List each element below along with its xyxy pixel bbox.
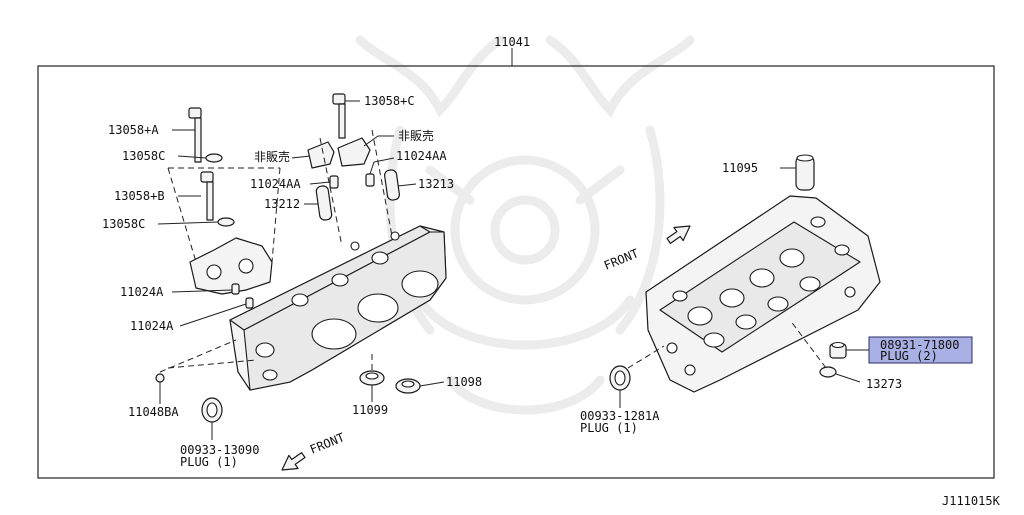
dowel-11024AA-right[interactable] <box>365 173 375 187</box>
label-11098[interactable]: 11098 <box>446 375 482 389</box>
highlight-08931-71800 <box>868 336 973 364</box>
washer-13058C-low[interactable] <box>217 217 235 227</box>
label-00933-1281A[interactable]: 00933-1281A <box>580 409 660 423</box>
plug-11098[interactable] <box>395 378 421 394</box>
label-not-for-sale-right: 非販売 <box>398 128 434 143</box>
plug-08931-71800[interactable] <box>829 341 847 359</box>
label-plug2: PLUG (2) <box>880 349 938 363</box>
watermark-emblem <box>355 35 695 415</box>
label-13213[interactable]: 13213 <box>418 177 454 191</box>
label-13058C-top[interactable]: 13058C <box>122 149 165 163</box>
diagram-code: J111015K <box>942 494 1001 508</box>
label-13212[interactable]: 13212 <box>264 197 300 211</box>
left-cylinder-head[interactable] <box>229 225 447 391</box>
label-13273[interactable]: 13273 <box>866 377 902 391</box>
label-plug1-left: PLUG (1) <box>180 455 238 469</box>
plug-00933-13090[interactable] <box>201 397 223 423</box>
washer-13273[interactable] <box>819 366 837 378</box>
cam-cap-right[interactable] <box>337 137 371 167</box>
washer-13058C-top[interactable] <box>205 153 223 163</box>
bolt-13058C-plus[interactable] <box>332 93 346 139</box>
right-cylinder-head[interactable] <box>645 195 881 393</box>
label-08931-71800[interactable]: 08931-71800 <box>880 338 959 352</box>
label-13058A[interactable]: 13058+A <box>108 123 159 137</box>
bolt-13058A[interactable] <box>188 107 202 163</box>
plug-11099[interactable] <box>359 370 385 386</box>
label-plug1-right: PLUG (1) <box>580 421 638 435</box>
label-11099[interactable]: 11099 <box>352 403 388 417</box>
dowel-11024A-top[interactable] <box>231 283 240 295</box>
assembly-frame <box>37 65 995 479</box>
sleeve-11095[interactable] <box>795 154 815 191</box>
sleeve-13212[interactable] <box>315 185 333 221</box>
cam-bracket-left[interactable] <box>189 237 273 295</box>
cam-cap-left[interactable] <box>307 141 335 169</box>
ball-11048BA[interactable] <box>155 373 165 383</box>
front-arrow-left <box>281 452 306 471</box>
plug-00933-1281A[interactable] <box>609 365 631 391</box>
label-13058B[interactable]: 13058+B <box>114 189 165 203</box>
label-11024A-low[interactable]: 11024A <box>130 319 174 333</box>
label-00933-13090[interactable]: 00933-13090 <box>180 443 259 457</box>
label-11024AA-right[interactable]: 11024AA <box>396 149 447 163</box>
front-arrow-right <box>666 225 691 244</box>
assembly-part-number[interactable]: 11041 <box>494 35 530 49</box>
label-front-left: FRONT <box>308 430 347 457</box>
label-11048BA[interactable]: 11048BA <box>128 405 179 419</box>
label-not-for-sale-left: 非販売 <box>254 149 290 164</box>
dowel-11024A-low[interactable] <box>245 297 254 309</box>
label-13058C-plus[interactable]: 13058+C <box>364 94 415 108</box>
bolt-13058B[interactable] <box>200 171 214 221</box>
label-front-right: FRONT <box>602 246 641 273</box>
label-13058C-low[interactable]: 13058C <box>102 217 145 231</box>
sleeve-13213[interactable] <box>384 169 400 201</box>
dowel-11024AA-left[interactable] <box>329 175 339 189</box>
label-11095[interactable]: 11095 <box>722 161 758 175</box>
label-11024A-top[interactable]: 11024A <box>120 285 164 299</box>
label-11024AA-left[interactable]: 11024AA <box>250 177 301 191</box>
